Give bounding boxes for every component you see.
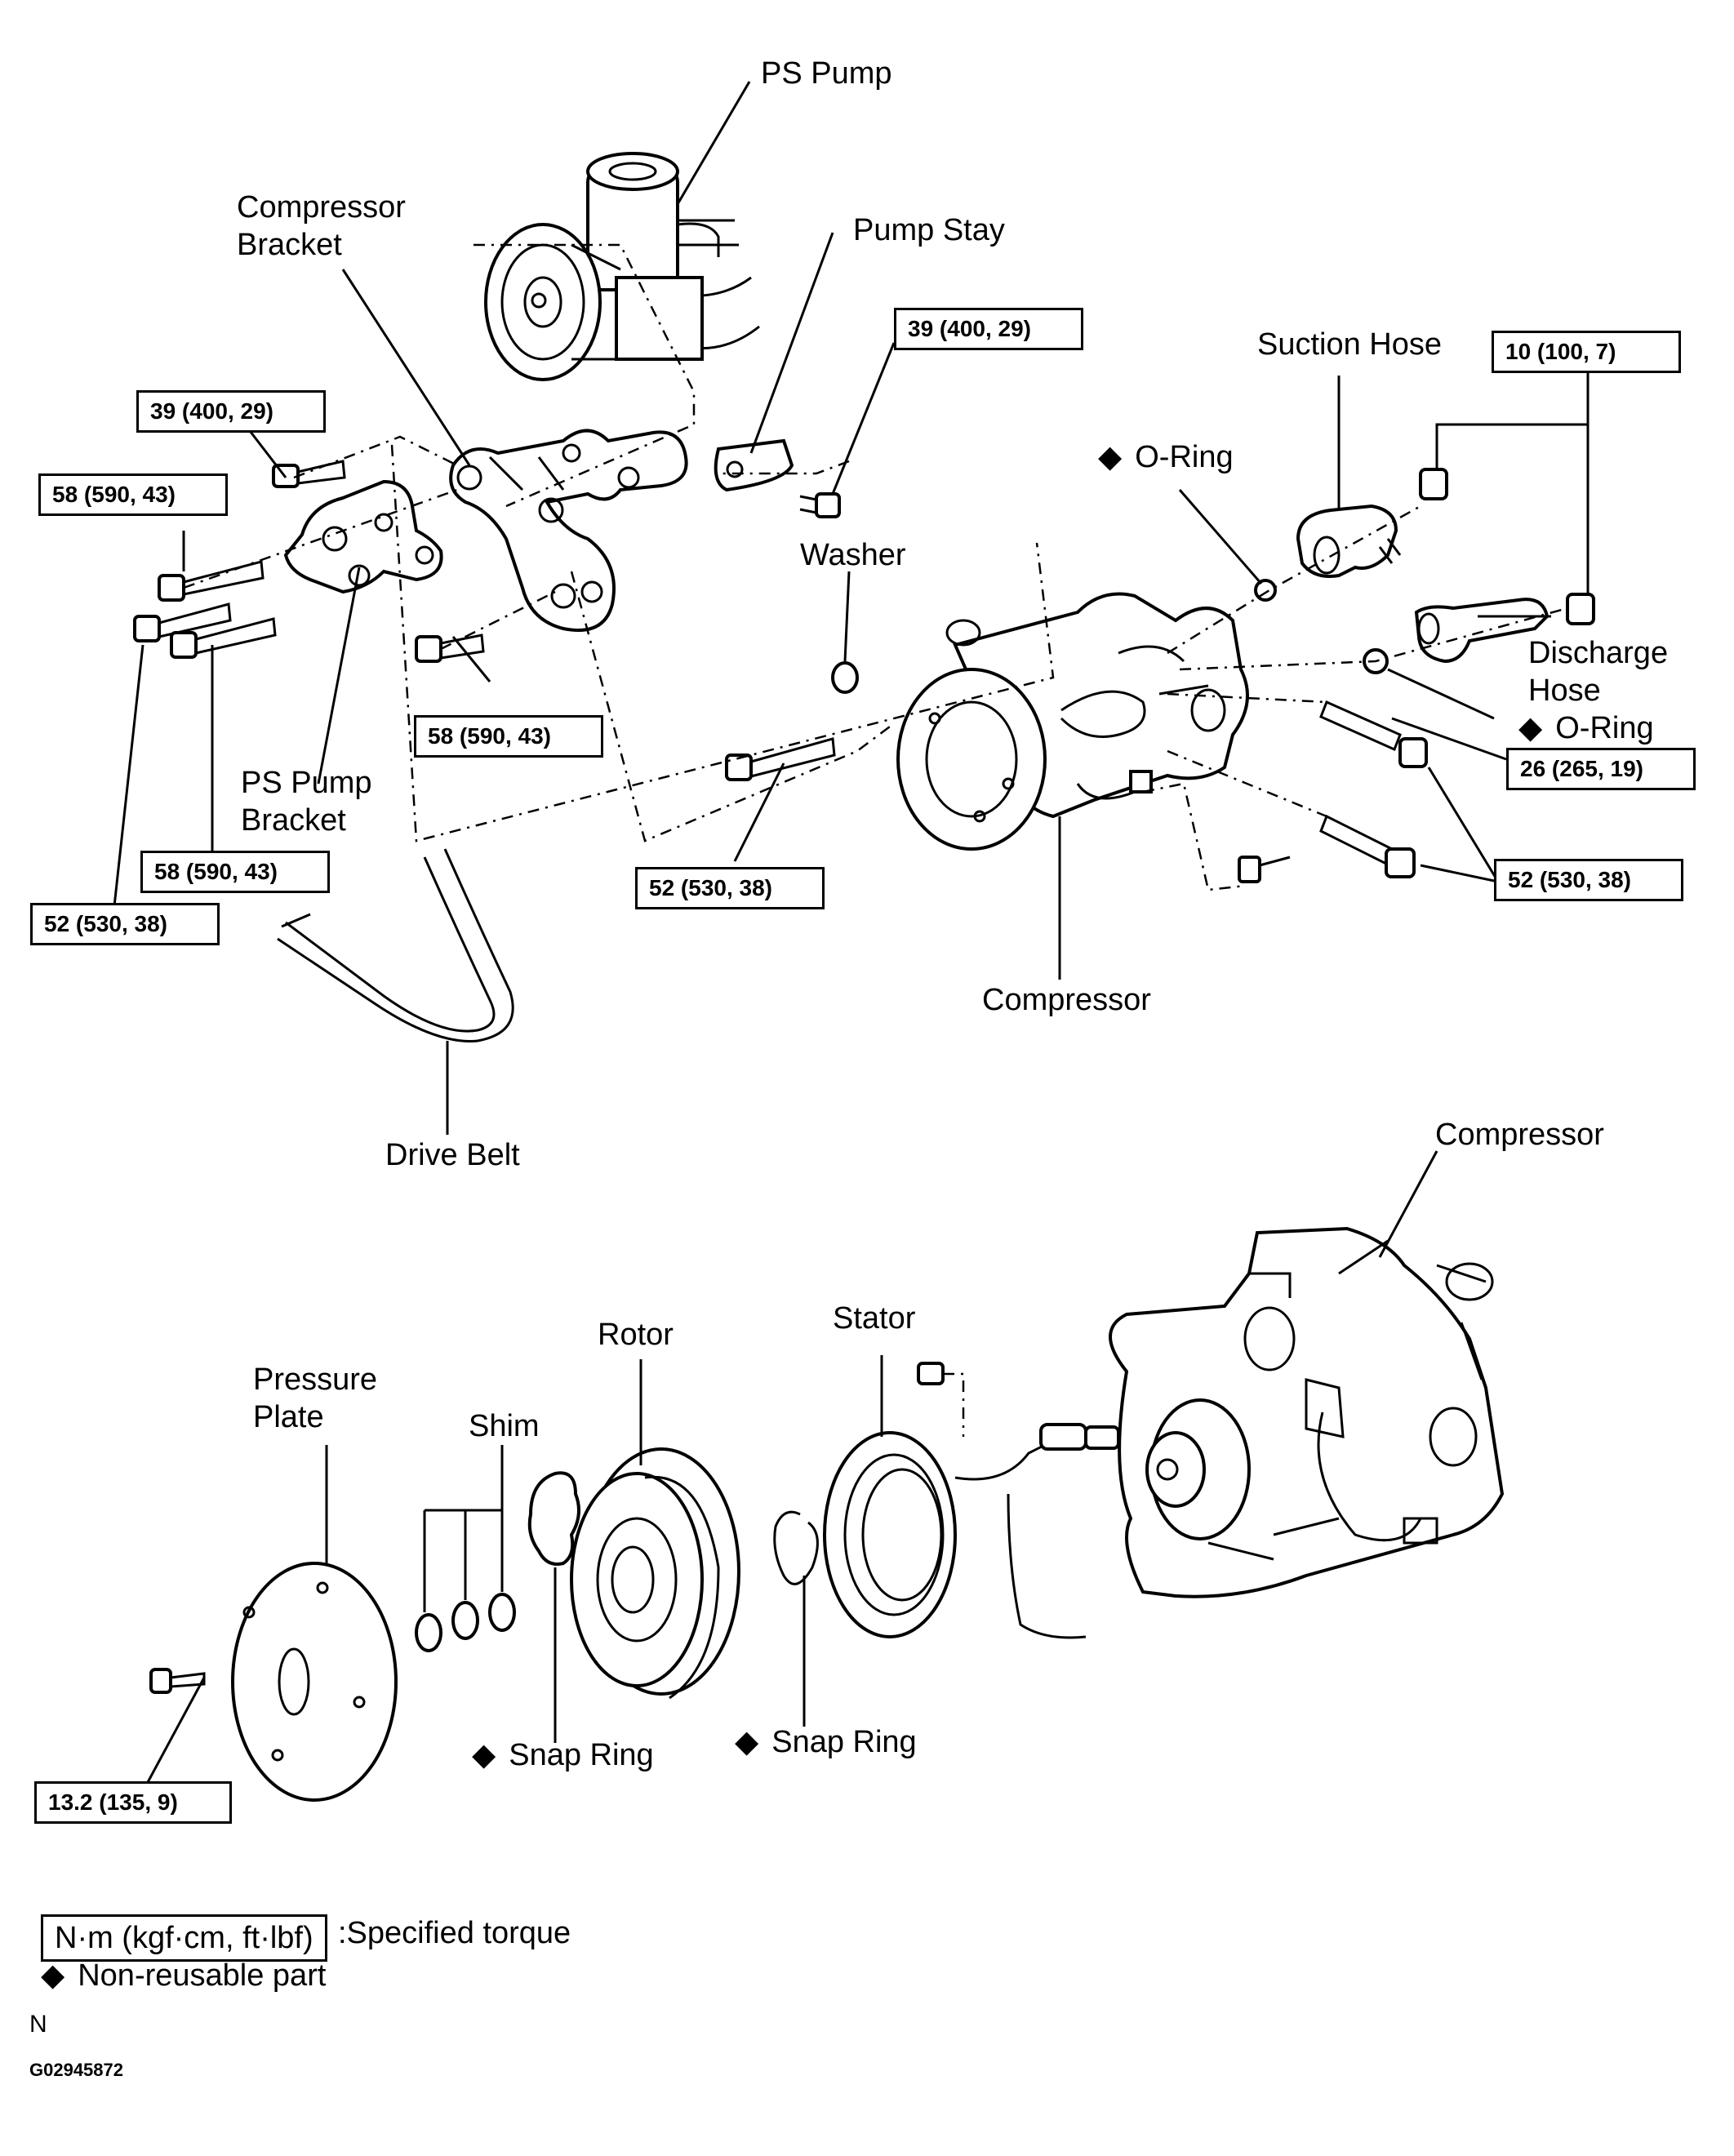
label-pressure-plate-line2: Plate — [253, 1400, 324, 1434]
label-pump-stay: Pump Stay — [853, 213, 1005, 247]
o-ring-top-drawing — [1254, 579, 1277, 602]
torque-pump-stay: 39 (400, 29) — [894, 308, 1083, 350]
label-drive-belt: Drive Belt — [385, 1138, 520, 1172]
pressure-plate-drawing — [231, 1562, 398, 1802]
hose-nut-right — [1566, 593, 1595, 625]
snap-rings-drawing — [527, 1471, 819, 1585]
compressor-lower-drawing — [1109, 1226, 1505, 1598]
label-suction-hose: Suction Hose — [1257, 327, 1443, 362]
torque-compressor-right-a: 26 (265, 19) — [1506, 748, 1696, 790]
label-compressor-bracket-line2: Bracket — [237, 228, 342, 262]
torque-pressure-plate-bolt: 13.2 (135, 9) — [34, 1781, 232, 1824]
footer-marker: N — [29, 2011, 47, 2038]
torque-bracket-far-left: 52 (530, 38) — [30, 903, 220, 945]
label-compressor-upper: Compressor — [982, 983, 1151, 1017]
torque-bracket-left-lower: 58 (590, 43) — [140, 851, 330, 893]
legend-nonreusable: Non-reusable part — [41, 1958, 326, 1994]
hose-nut-top — [1419, 468, 1448, 500]
label-compressor-lower: Compressor — [1435, 1118, 1604, 1152]
stator-drawing — [823, 1362, 1120, 1639]
label-discharge-hose-line1: Discharge — [1528, 636, 1669, 670]
leader-lines-upper — [113, 81, 1590, 1135]
label-stator: Stator — [833, 1301, 916, 1336]
washer-drawing — [831, 661, 859, 694]
label-o-ring-top: O-Ring — [1098, 439, 1233, 476]
label-ps-pump-bracket-line2: Bracket — [241, 803, 346, 838]
suction-hose-drawing — [1296, 504, 1402, 578]
label-compressor-bracket-line1: Compressor — [237, 190, 406, 224]
legend-unit-box: N·m (kgf·cm, ft·lbf) — [41, 1914, 327, 1962]
pump-stay-drawing — [714, 438, 794, 492]
label-rotor: Rotor — [598, 1318, 674, 1352]
compressor-bracket-drawing — [449, 429, 688, 632]
plate-bolt-drawing — [149, 1668, 206, 1694]
label-o-ring-right: O-Ring — [1518, 710, 1653, 747]
torque-bracket-left-upper: 58 (590, 43) — [38, 473, 228, 516]
leader-lines-lower — [145, 1150, 1438, 1785]
ps-pump-bracket-drawing — [283, 479, 443, 594]
right-bolts — [1319, 700, 1428, 878]
torque-compressor-bolt: 52 (530, 38) — [635, 867, 825, 909]
connector-drawing — [1238, 856, 1291, 883]
drive-belt-drawing — [277, 848, 514, 1042]
torque-compressor-right-b: 52 (530, 38) — [1494, 859, 1683, 901]
compressor-upper-drawing — [896, 592, 1249, 851]
torque-hose-nut: 10 (100, 7) — [1492, 331, 1681, 373]
torque-bracket-center: 58 (590, 43) — [414, 715, 603, 758]
legend-torque-desc: :Specified torque — [338, 1916, 571, 1950]
assembly-lines-upper — [183, 243, 1568, 891]
torque-bracket-top-left: 39 (400, 29) — [136, 390, 326, 433]
rotor-drawing — [570, 1447, 740, 1700]
label-discharge-hose-line2: Hose — [1528, 673, 1601, 708]
label-washer: Washer — [800, 538, 906, 572]
shims-drawing — [415, 1593, 516, 1652]
label-ps-pump: PS Pump — [761, 56, 892, 91]
label-shim: Shim — [469, 1409, 540, 1443]
label-pressure-plate-line1: Pressure — [253, 1363, 378, 1397]
footer-code: G02945872 — [29, 2060, 123, 2080]
ps-pump-drawing — [484, 152, 760, 381]
label-snap-ring-left: Snap Ring — [472, 1737, 653, 1774]
label-ps-pump-bracket-line1: PS Pump — [241, 766, 372, 800]
label-snap-ring-right: Snap Ring — [735, 1724, 916, 1761]
discharge-hose-drawing — [1414, 598, 1549, 664]
